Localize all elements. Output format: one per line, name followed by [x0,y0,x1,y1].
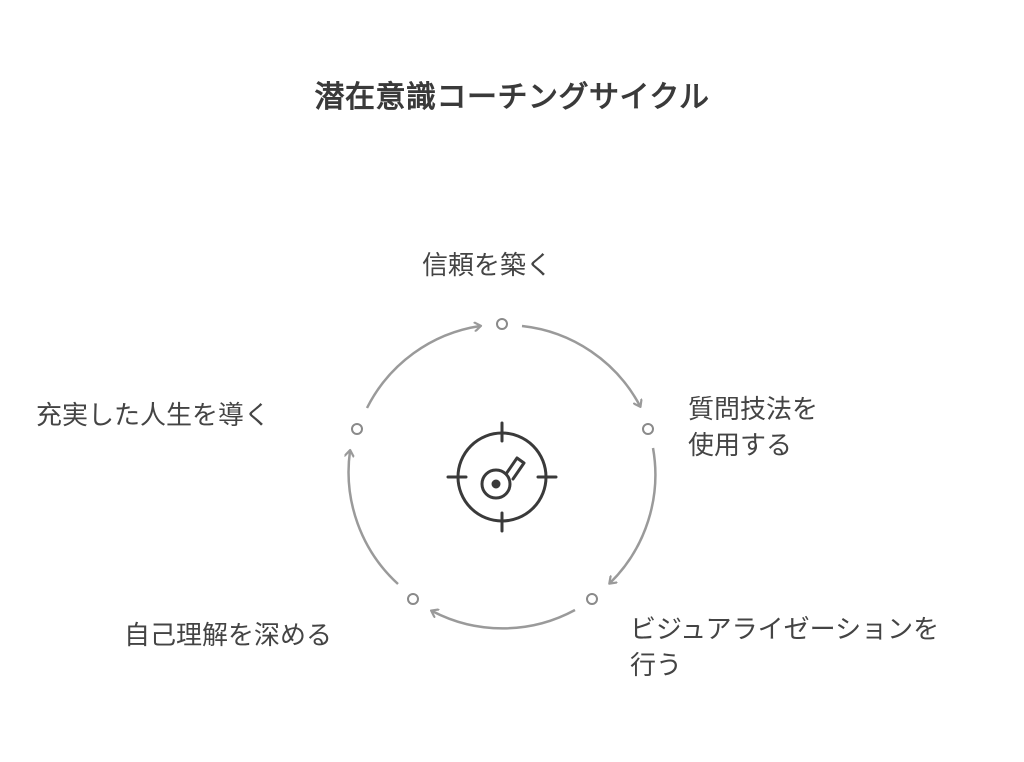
cycle-arrow-3 [432,610,576,630]
step-label-line: 行う [630,651,683,681]
step-label-fulfilling-life: 充実した人生を導く [36,398,270,434]
step-label-line: ビジュアライゼーションを [630,615,940,645]
step-label-line: 質問技法を [688,395,819,425]
step-node-2 [642,423,654,435]
cycle-arrow-1 [521,324,640,406]
step-label-line: 充実した人生を導く [36,401,271,431]
step-label-questioning: 質問技法を 使用する [688,392,818,464]
step-label-line: 信頼を築く [422,251,553,281]
cycle-arrow-2 [610,447,657,583]
step-label-self-understanding: 自己理解を深める [124,618,332,654]
step-label-build-trust: 信頼を築く [422,248,552,284]
step-node-4 [407,593,419,605]
step-node-3 [586,593,598,605]
diagram-title: 潜在意識コーチングサイクル [314,80,710,115]
step-label-line: 使用する [688,431,793,461]
step-label-visualization: ビジュアライゼーションを 行う [630,612,939,684]
target-key-icon [446,421,558,533]
step-node-5 [351,423,363,435]
cycle-arrow-4 [349,451,399,585]
step-node-1 [496,318,508,330]
cycle-arrow-5 [365,326,480,409]
step-label-line: 自己理解を深める [124,621,333,651]
